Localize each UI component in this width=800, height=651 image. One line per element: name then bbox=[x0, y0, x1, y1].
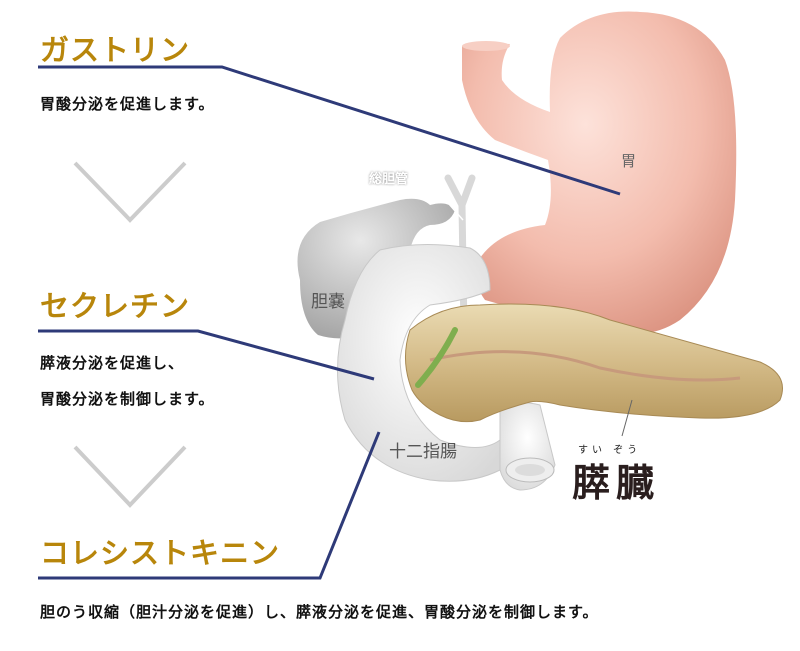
label-pancreas: 膵臓 bbox=[572, 461, 661, 505]
label-pancreas-reading: すい ぞう bbox=[578, 445, 642, 456]
chevron-down-icon bbox=[73, 161, 187, 223]
hormone-desc-cholecystokinin: 胆のう収縮（胆汁分泌を促進）し、膵液分泌を促進、胃酸分泌を制御します。 bbox=[40, 594, 599, 630]
bile-duct-pointer bbox=[427, 179, 464, 221]
duodenum-illustration bbox=[337, 243, 556, 491]
leader-line-cck bbox=[38, 431, 381, 580]
desc-line: 胃酸分泌を促進します。 bbox=[40, 95, 215, 113]
pancreas-pointer bbox=[621, 399, 633, 437]
desc-line: 膵液分泌を促進し、 bbox=[40, 354, 185, 372]
hormone-title-secretin: セクレチン bbox=[40, 289, 191, 323]
leader-line-secretin bbox=[38, 329, 375, 381]
chevron-down-icon bbox=[73, 445, 187, 508]
hormone-desc-secretin: 膵液分泌を促進し、 胃酸分泌を制御します。 bbox=[40, 345, 215, 417]
desc-line: 胆のう収縮（胆汁分泌を促進）し、膵液分泌を促進、胃酸分泌を制御します。 bbox=[40, 603, 599, 621]
leader-line-gastrin bbox=[38, 65, 621, 196]
label-gallbladder: 胆嚢 bbox=[311, 292, 345, 312]
label-stomach: 胃 bbox=[621, 152, 637, 170]
desc-line: 胃酸分泌を制御します。 bbox=[40, 390, 215, 408]
hormone-desc-gastrin: 胃酸分泌を促進します。 bbox=[40, 86, 215, 122]
hormone-title-cholecystokinin: コレシストキニン bbox=[40, 536, 281, 570]
label-common-bile-duct: 総胆管 bbox=[369, 172, 409, 187]
pancreas-illustration bbox=[405, 303, 783, 423]
stomach-illustration bbox=[462, 11, 737, 334]
hormone-title-gastrin: ガストリン bbox=[40, 33, 191, 67]
label-duodenum: 十二指腸 bbox=[389, 442, 457, 462]
